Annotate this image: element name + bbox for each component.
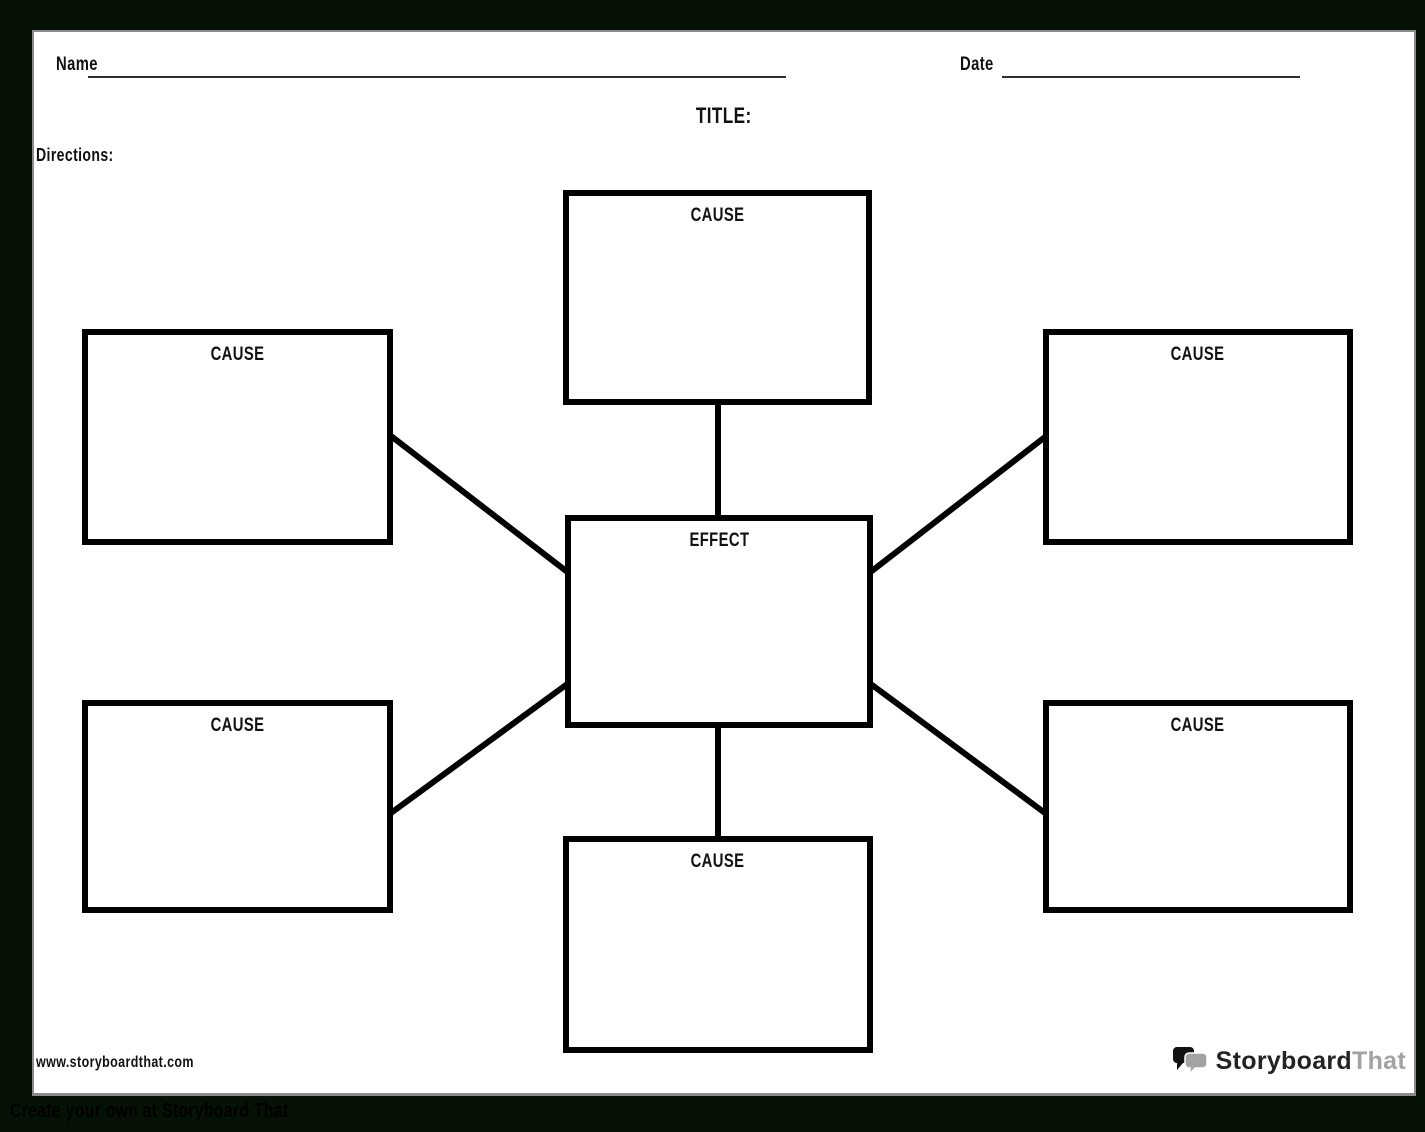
connector-effect-to-right-bottom-cause bbox=[866, 679, 1047, 816]
connector-left-bottom-cause-to-effect bbox=[389, 679, 572, 816]
effect-box[interactable]: EFFECT bbox=[565, 515, 873, 728]
website-url: www.storyboardthat.com bbox=[36, 1054, 194, 1071]
page-title: TITLE: bbox=[696, 103, 752, 128]
worksheet-page: Name Date TITLE: Directions: CAUSE CAUSE bbox=[32, 30, 1416, 1096]
name-writein-line[interactable] bbox=[88, 76, 786, 78]
cause-box-right-top[interactable]: CAUSE bbox=[1043, 329, 1353, 545]
cause-box-top[interactable]: CAUSE bbox=[563, 190, 872, 405]
cause-box-right-top-label: CAUSE bbox=[1171, 344, 1225, 365]
storyboardthat-logo: StoryboardThat bbox=[1172, 1044, 1406, 1078]
cause-box-bottom[interactable]: CAUSE bbox=[563, 836, 873, 1053]
cause-box-left-top-label: CAUSE bbox=[210, 344, 265, 365]
logo-text: StoryboardThat bbox=[1215, 1046, 1406, 1075]
date-writein-line[interactable] bbox=[1002, 76, 1300, 78]
connector-effect-to-right-top-cause bbox=[866, 434, 1047, 577]
effect-box-label: EFFECT bbox=[689, 530, 749, 551]
cause-box-right-bottom[interactable]: CAUSE bbox=[1043, 700, 1353, 913]
create-your-own-tagline: Create your own at Storyboard That bbox=[10, 1100, 289, 1122]
cause-box-bottom-label: CAUSE bbox=[691, 851, 745, 872]
cause-box-left-bottom[interactable]: CAUSE bbox=[82, 700, 393, 913]
cause-box-right-bottom-label: CAUSE bbox=[1171, 715, 1225, 736]
cause-box-left-bottom-label: CAUSE bbox=[210, 715, 265, 736]
cause-box-top-label: CAUSE bbox=[690, 205, 745, 226]
directions-label: Directions: bbox=[36, 145, 114, 165]
name-label: Name bbox=[56, 54, 98, 75]
connector-left-top-cause-to-effect bbox=[389, 433, 572, 577]
cause-box-left-top[interactable]: CAUSE bbox=[82, 329, 393, 545]
connector-lines-layer bbox=[389, 405, 1047, 836]
speech-bubbles-icon bbox=[1172, 1047, 1208, 1077]
date-label: Date bbox=[960, 54, 994, 75]
